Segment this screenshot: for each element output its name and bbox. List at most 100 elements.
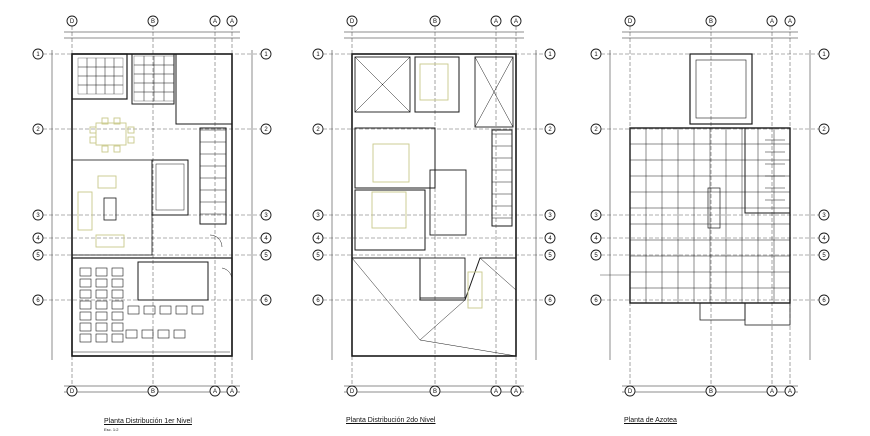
axis-left-2: 2: [590, 123, 602, 135]
floor-tile: [133, 73, 145, 84]
axis-right-5: 5: [818, 249, 830, 261]
bedroom-middle: [354, 127, 436, 189]
svg-text:B: B: [709, 389, 713, 395]
svg-text:D: D: [628, 19, 633, 25]
svg-text:5: 5: [594, 253, 598, 259]
axis-bottom-B-1: B: [147, 385, 159, 397]
floor-tile: [113, 66, 124, 77]
svg-text:5: 5: [36, 253, 40, 259]
void-cross: [474, 56, 514, 128]
svg-text:1: 1: [36, 52, 40, 58]
floor-tile: [153, 55, 165, 66]
axis-right-2: 2: [544, 123, 556, 135]
axis-right-5: 5: [260, 249, 272, 261]
stair-area: [175, 53, 233, 125]
svg-text:3: 3: [822, 213, 826, 219]
parking-block: [79, 300, 92, 310]
dining-chair: [127, 136, 135, 144]
axis-left-1: 1: [32, 48, 44, 60]
svg-text:A: A: [788, 19, 792, 25]
axis-top-B-1: B: [429, 15, 441, 27]
svg-text:6: 6: [316, 298, 320, 304]
sofa-bottom: [95, 234, 125, 248]
axis-left-1: 1: [312, 48, 324, 60]
parking-block: [157, 329, 170, 339]
axis-left-6: 6: [32, 294, 44, 306]
svg-text:2: 2: [264, 127, 268, 133]
svg-text:A: A: [494, 19, 498, 25]
floor-tile: [86, 84, 97, 95]
svg-text:3: 3: [316, 213, 320, 219]
svg-text:D: D: [350, 389, 355, 395]
bathroom-3: [419, 257, 466, 299]
axis-left-4: 4: [312, 232, 324, 244]
axis-right-1: 1: [260, 48, 272, 60]
svg-text:B: B: [433, 389, 437, 395]
axis-right-3: 3: [818, 209, 830, 221]
dining-chair: [101, 117, 109, 125]
dining-chair: [89, 136, 97, 144]
bathroom: [151, 159, 189, 216]
axis-bottom-B-1: B: [429, 385, 441, 397]
axis-left-2: 2: [32, 123, 44, 135]
axis-top-A-3: A: [226, 15, 238, 27]
svg-text:2: 2: [316, 127, 320, 133]
svg-text:4: 4: [594, 236, 598, 242]
parking-block: [127, 305, 140, 315]
dining-chair: [113, 117, 121, 125]
svg-text:3: 3: [594, 213, 598, 219]
coffee-table: [103, 197, 117, 221]
axis-bottom-A-2: A: [209, 385, 221, 397]
axis-left-5: 5: [590, 249, 602, 261]
parking-block: [79, 333, 92, 343]
axis-left-2: 2: [312, 123, 324, 135]
axis-bottom-A-3: A: [226, 385, 238, 397]
floor-tile: [133, 64, 145, 75]
floor-tile: [95, 57, 106, 68]
svg-text:D: D: [350, 19, 355, 25]
axis-left-5: 5: [312, 249, 324, 261]
floor-tile: [77, 75, 88, 86]
axis-right-4: 4: [544, 232, 556, 244]
floor-tile: [153, 82, 165, 93]
floor-tile: [77, 57, 88, 68]
svg-text:A: A: [788, 389, 792, 395]
floor-tile: [143, 82, 155, 93]
bedroom-top: [414, 56, 460, 113]
floor-tile: [133, 55, 145, 66]
floor-tile: [113, 57, 124, 68]
floor-tile: [113, 84, 124, 95]
axis-bottom-D-0: D: [624, 385, 636, 397]
floor-tile: [153, 73, 165, 84]
axis-right-2: 2: [260, 123, 272, 135]
parking-block: [111, 300, 124, 310]
parking-block: [125, 329, 138, 339]
svg-text:1: 1: [316, 52, 320, 58]
parapet-step: [699, 303, 746, 321]
svg-text:A: A: [230, 19, 234, 25]
svg-text:B: B: [709, 19, 713, 25]
door-swing: [209, 234, 223, 248]
svg-text:B: B: [151, 389, 155, 395]
svg-text:3: 3: [548, 213, 552, 219]
floor-tile: [133, 91, 145, 102]
axis-left-4: 4: [590, 232, 602, 244]
svg-text:A: A: [213, 389, 217, 395]
parking-block: [173, 329, 186, 339]
floor-tile: [86, 75, 97, 86]
axis-top-A-3: A: [784, 15, 796, 27]
floor-tile: [153, 91, 165, 102]
bedroom-lower: [354, 189, 426, 251]
floor-tile: [163, 73, 175, 84]
parking-block: [79, 311, 92, 321]
axis-right-5: 5: [544, 249, 556, 261]
svg-text:6: 6: [548, 298, 552, 304]
parking-block: [95, 289, 108, 299]
sofa-left: [77, 191, 93, 231]
parking-block: [191, 305, 204, 315]
floor-tile: [163, 91, 175, 102]
svg-text:A: A: [514, 19, 518, 25]
dining-table: [95, 122, 127, 146]
axis-left-3: 3: [312, 209, 324, 221]
